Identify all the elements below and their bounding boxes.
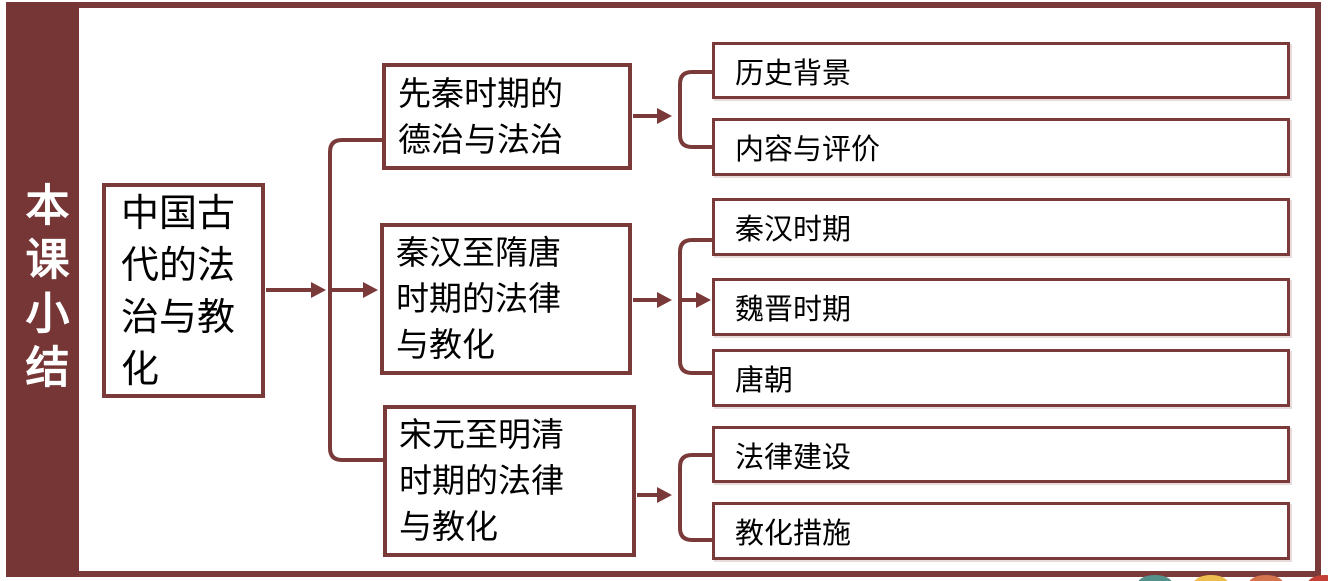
decorative-dot-teal xyxy=(1138,575,1172,581)
leaf-node-content-evaluation: 内容与评价 xyxy=(712,118,1290,176)
branch-node-label: 宋元至明清 时期的法律 与教化 xyxy=(399,415,564,546)
leaf-node-label: 内容与评价 xyxy=(735,132,881,166)
leaf-node-label: 教化措施 xyxy=(735,516,852,550)
leaf-node-qin-han-period: 秦汉时期 xyxy=(712,198,1290,256)
leaf-node-label: 魏晋时期 xyxy=(735,292,852,326)
sidebar-banner: 本课小结 xyxy=(6,2,79,577)
leaf-node-legal-construction: 法律建设 xyxy=(712,426,1290,483)
branch-node-label: 先秦时期的 德治与法治 xyxy=(398,73,563,159)
leaf-node-label: 法律建设 xyxy=(735,439,852,474)
leaf-node-tang-dynasty: 唐朝 xyxy=(712,349,1290,407)
sidebar-title: 本课小结 xyxy=(17,181,69,398)
leaf-node-edification-measures: 教化措施 xyxy=(712,502,1290,560)
root-node: 中国古 代的法 治与教 化 xyxy=(102,183,265,398)
branch-node-label: 秦汉至隋唐 时期的法律 与教化 xyxy=(396,233,561,364)
leaf-node-wei-jin-period: 魏晋时期 xyxy=(712,278,1290,336)
leaf-node-label: 秦汉时期 xyxy=(735,212,852,246)
decorative-dot-orange xyxy=(1249,575,1283,581)
decorative-dot-red xyxy=(1308,575,1328,581)
branch-node-pre-qin: 先秦时期的 德治与法治 xyxy=(382,63,632,170)
root-node-label: 中国古 代的法 治与教 化 xyxy=(121,190,236,391)
decorative-dot-yellow xyxy=(1194,575,1228,581)
branch-node-qin-han-sui-tang: 秦汉至隋唐 时期的法律 与教化 xyxy=(380,223,632,375)
leaf-node-label: 历史背景 xyxy=(735,55,852,90)
leaf-node-historical-background: 历史背景 xyxy=(712,42,1290,99)
leaf-node-label: 唐朝 xyxy=(735,363,794,397)
branch-node-song-yuan-ming-qing: 宋元至明清 时期的法律 与教化 xyxy=(383,405,636,557)
